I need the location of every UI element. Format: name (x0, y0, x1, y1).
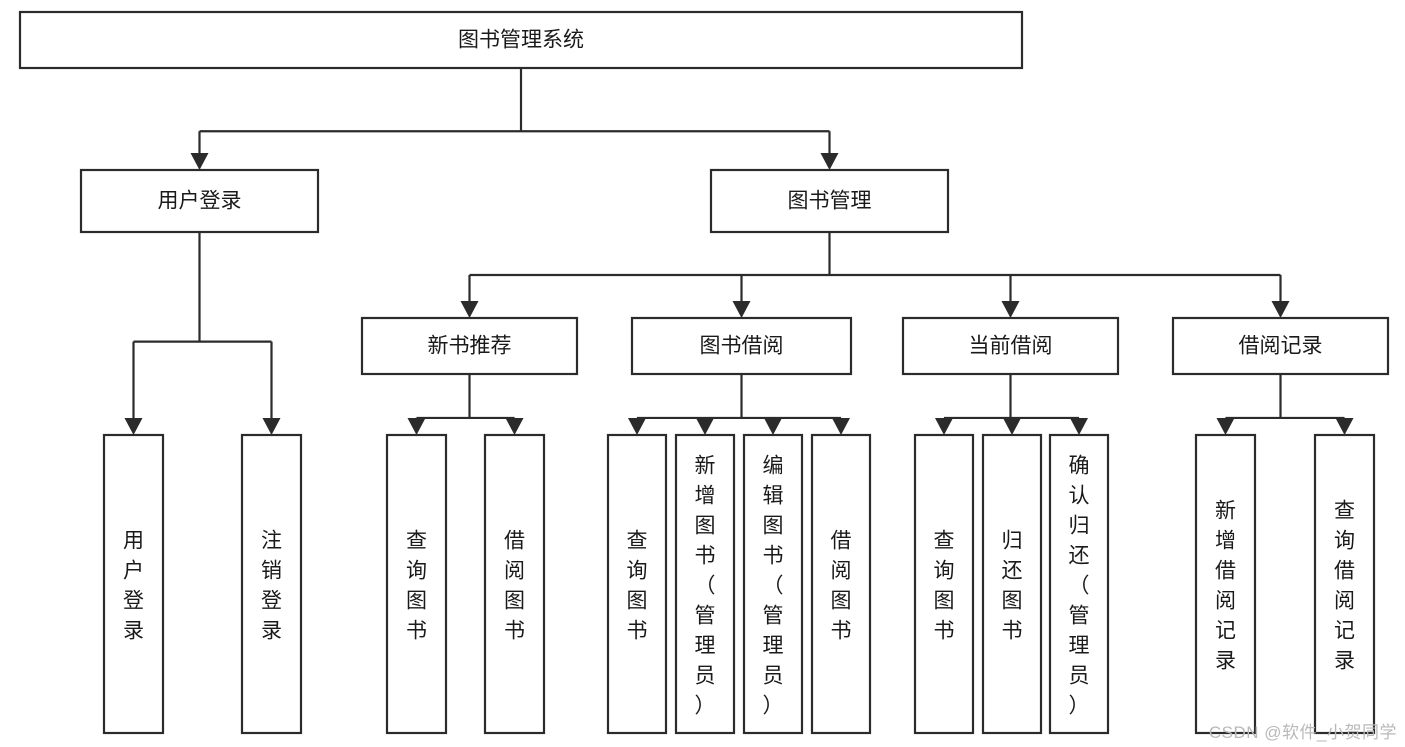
node-label-leaf-edit-book-admin: 编辑图书（管理员） (763, 454, 784, 717)
node-box-book-manage (709, 168, 950, 234)
node-label-book-borrow: 图书借阅 (700, 335, 784, 358)
node-box-borrow-record (1171, 316, 1390, 376)
edge-group-borrow-record (1216, 374, 1354, 435)
connector-layer (124, 68, 1354, 435)
arrow-head (820, 153, 839, 170)
node-box-leaf-return-book (981, 433, 1043, 735)
node-label-root: 图书管理系统 (458, 29, 584, 52)
node-label-current-borrow: 当前借阅 (969, 335, 1053, 358)
node-label-leaf-add-book-admin: 新增图书（管理员） (695, 454, 716, 717)
node-label-book-manage: 图书管理 (788, 190, 872, 213)
arrow-head (1003, 418, 1021, 435)
node-label-leaf-user-logout: 注销登录 (261, 529, 282, 642)
node-box-root (18, 10, 1024, 70)
node-leaf-return-book[interactable]: 归还图书 (981, 433, 1043, 735)
node-box-user-login (79, 168, 320, 234)
node-book-borrow[interactable]: 图书借阅 (630, 316, 853, 376)
arrow-head (1335, 418, 1354, 435)
node-box-leaf-query-book-rec (385, 433, 448, 735)
node-box-leaf-borrow-book (810, 433, 872, 735)
arrow-head (732, 301, 751, 318)
node-label-leaf-add-borrow-record: 新增借阅记录 (1215, 499, 1236, 672)
node-label-leaf-return-book: 归还图书 (1002, 529, 1023, 642)
node-leaf-query-book-cur[interactable]: 查询图书 (913, 433, 975, 735)
node-new-book-recommend[interactable]: 新书推荐 (360, 316, 579, 376)
edge-group-user-login (124, 232, 281, 435)
node-box-leaf-borrow-book-rec (483, 433, 546, 735)
node-box-new-book-recommend (360, 316, 579, 376)
arrow-head (935, 418, 953, 435)
node-label-leaf-query-book-rec: 查询图书 (406, 529, 427, 642)
node-box-book-borrow (630, 316, 853, 376)
arrow-head (505, 418, 524, 435)
arrow-head (460, 301, 479, 318)
arrow-head (1001, 301, 1020, 318)
edge-group-root (190, 68, 839, 170)
node-leaf-add-borrow-record[interactable]: 新增借阅记录 (1194, 433, 1257, 735)
node-layer: 图书管理系统用户登录图书管理新书推荐图书借阅当前借阅借阅记录用户登录注销登录查询… (18, 10, 1390, 735)
edge-group-book-borrow (628, 374, 850, 435)
arrow-head (628, 418, 646, 435)
arrow-head (832, 418, 850, 435)
node-label-new-book-recommend: 新书推荐 (428, 335, 512, 358)
node-box-leaf-user-logout (240, 433, 303, 735)
node-leaf-query-borrow-record[interactable]: 查询借阅记录 (1313, 433, 1376, 735)
arrow-head (1216, 418, 1235, 435)
node-box-leaf-user-login (102, 433, 165, 735)
node-label-leaf-query-book-borrow: 查询图书 (627, 529, 648, 642)
node-borrow-record[interactable]: 借阅记录 (1171, 316, 1390, 376)
arrow-head (1070, 418, 1088, 435)
node-label-leaf-user-login: 用户登录 (123, 529, 144, 642)
arrow-head (124, 418, 143, 435)
arrow-head (1271, 301, 1290, 318)
node-box-leaf-add-borrow-record (1194, 433, 1257, 735)
node-leaf-query-book-rec[interactable]: 查询图书 (385, 433, 448, 735)
arrow-head (764, 418, 782, 435)
node-leaf-add-book-admin[interactable]: 新增图书（管理员） (674, 433, 736, 735)
node-leaf-query-book-borrow[interactable]: 查询图书 (606, 433, 668, 735)
node-label-leaf-borrow-book-rec: 借阅图书 (504, 529, 525, 642)
node-box-leaf-edit-book-admin (742, 433, 804, 735)
node-book-manage[interactable]: 图书管理 (709, 168, 950, 234)
node-user-login[interactable]: 用户登录 (79, 168, 320, 234)
node-leaf-edit-book-admin[interactable]: 编辑图书（管理员） (742, 433, 804, 735)
node-box-leaf-add-book-admin (674, 433, 736, 735)
node-leaf-user-logout[interactable]: 注销登录 (240, 433, 303, 735)
node-label-leaf-query-borrow-record: 查询借阅记录 (1334, 499, 1355, 672)
edge-group-new-book-recommend (407, 374, 524, 435)
node-box-leaf-query-book-cur (913, 433, 975, 735)
node-box-leaf-query-book-borrow (606, 433, 668, 735)
node-label-leaf-confirm-return-admin: 确认归还（管理员） (1069, 454, 1090, 717)
node-leaf-borrow-book[interactable]: 借阅图书 (810, 433, 872, 735)
node-label-leaf-query-book-cur: 查询图书 (934, 529, 955, 642)
node-leaf-confirm-return-admin[interactable]: 确认归还（管理员） (1048, 433, 1110, 735)
node-label-borrow-record: 借阅记录 (1239, 335, 1323, 358)
arrow-head (407, 418, 426, 435)
node-box-current-borrow (901, 316, 1120, 376)
edge-group-book-manage (460, 232, 1290, 318)
node-box-leaf-confirm-return-admin (1048, 433, 1110, 735)
node-leaf-user-login[interactable]: 用户登录 (102, 433, 165, 735)
arrow-head (190, 153, 209, 170)
node-current-borrow[interactable]: 当前借阅 (901, 316, 1120, 376)
arrow-head (696, 418, 714, 435)
node-box-leaf-query-borrow-record (1313, 433, 1376, 735)
node-label-leaf-borrow-book: 借阅图书 (831, 529, 852, 642)
node-label-user-login: 用户登录 (158, 190, 242, 213)
arrow-head (262, 418, 281, 435)
node-leaf-borrow-book-rec[interactable]: 借阅图书 (483, 433, 546, 735)
edge-group-current-borrow (935, 374, 1088, 435)
node-root[interactable]: 图书管理系统 (18, 10, 1024, 70)
